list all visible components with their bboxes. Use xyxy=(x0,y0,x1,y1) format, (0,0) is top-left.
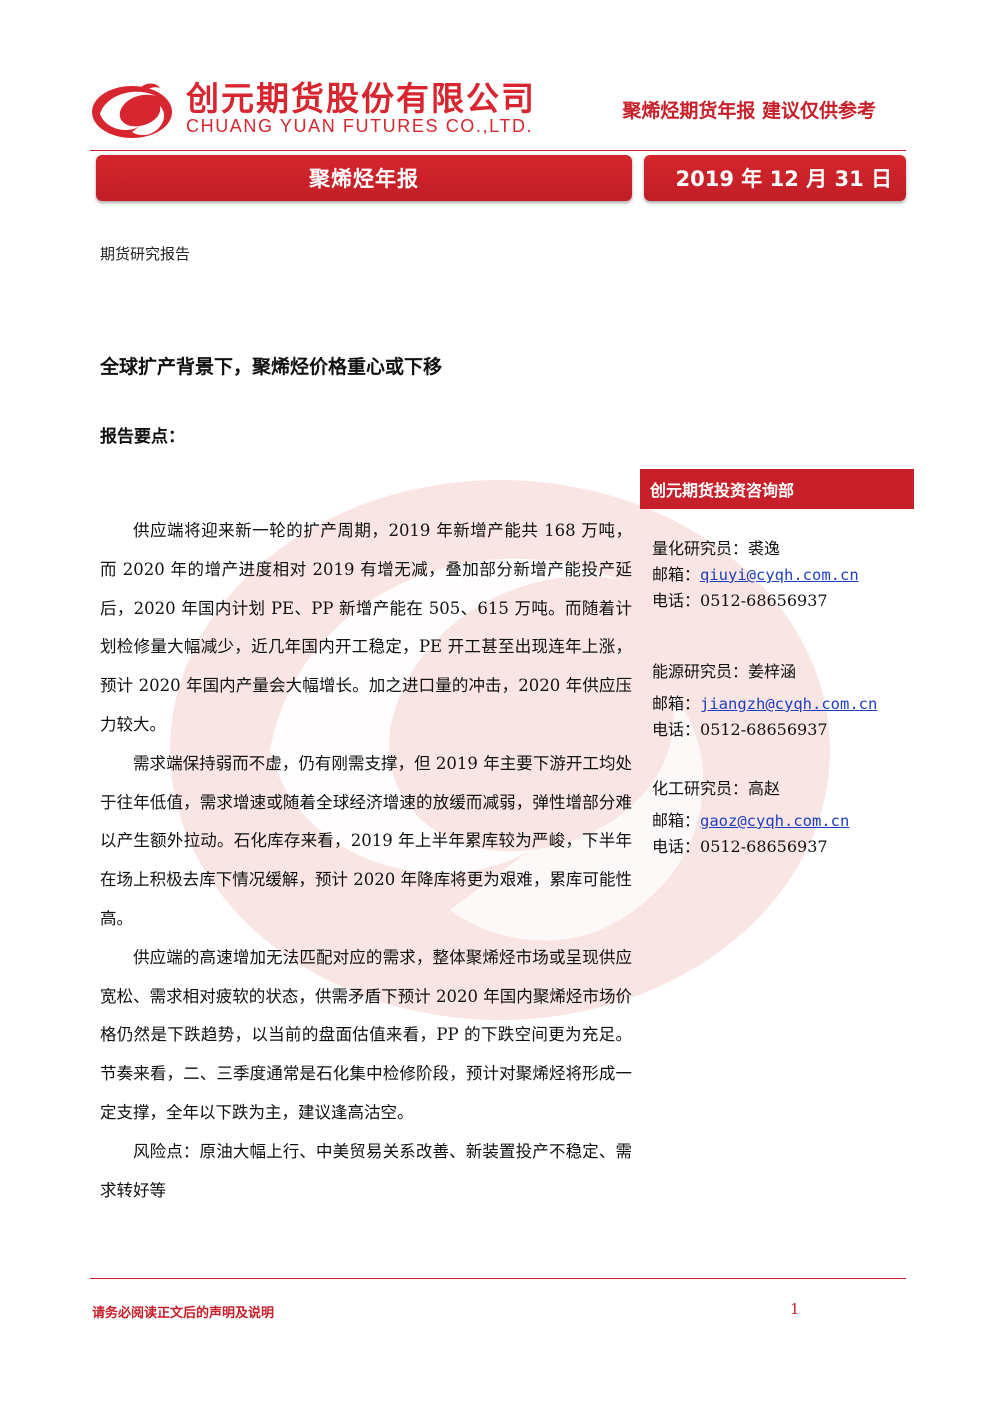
key-points-heading: 报告要点： xyxy=(100,427,185,447)
contact-phone: 0512-68656937 xyxy=(700,720,828,739)
header-tagline: 聚烯烃期货年报 建议仅供参考 xyxy=(622,100,876,122)
contact-role: 量化研究员：裘逸 xyxy=(652,539,781,558)
report-body: 供应端将迎来新一轮的扩产周期，2019 年新增产能共 168 万吨，而 2020… xyxy=(100,512,632,1210)
email-label: 邮箱： xyxy=(652,694,701,713)
banner-date: 2019 年 12 月 31 日 xyxy=(675,167,892,191)
sidebar-title: 创元期货投资咨询部 xyxy=(650,481,795,500)
phone-label: 电话： xyxy=(652,591,701,610)
paragraph-risk: 风险点：原油大幅上行、中美贸易关系改善、新装置投产不稳定、需求转好等 xyxy=(100,1141,632,1200)
report-banner: 聚烯烃年报 xyxy=(96,155,632,201)
banner-title: 聚烯烃年报 xyxy=(309,167,419,191)
company-name-en: CHUANG YUAN FUTURES CO.,LTD. xyxy=(186,116,534,136)
contact-card: 化工研究员：高赵 邮箱：gaoz@cyqh.com.cn 电话：0512-686… xyxy=(652,776,849,860)
company-logo-icon xyxy=(92,83,172,138)
phone-label: 电话： xyxy=(652,837,701,856)
email-label: 邮箱： xyxy=(652,565,701,584)
footer-disclaimer: 请务必阅读正文后的声明及说明 xyxy=(92,1306,275,1321)
contact-email-link[interactable]: gaoz@cyqh.com.cn xyxy=(700,812,850,830)
sidebar-department-header: 创元期货投资咨询部 xyxy=(640,469,914,509)
contact-phone: 0512-68656937 xyxy=(700,591,828,610)
page-number: 1 xyxy=(790,1300,800,1318)
paragraph-outlook: 供应端的高速增加无法匹配对应的需求，整体聚烯烃市场或呈现供应宽松、需求相对疲软的… xyxy=(100,947,632,1122)
contact-role: 化工研究员：高赵 xyxy=(652,779,781,798)
contact-email-link[interactable]: jiangzh@cyqh.com.cn xyxy=(700,695,878,713)
contact-role: 能源研究员：姜梓涵 xyxy=(652,662,797,681)
email-label: 邮箱： xyxy=(652,811,701,830)
phone-label: 电话： xyxy=(652,720,701,739)
contact-card: 能源研究员：姜梓涵 邮箱：jiangzh@cyqh.com.cn 电话：0512… xyxy=(652,659,877,743)
contact-card: 量化研究员：裘逸 邮箱：qiuyi@cyqh.com.cn 电话：0512-68… xyxy=(652,536,859,614)
contact-phone: 0512-68656937 xyxy=(700,837,828,856)
contact-email-link[interactable]: qiuyi@cyqh.com.cn xyxy=(700,566,859,584)
paragraph-supply: 供应端将迎来新一轮的扩产周期，2019 年新增产能共 168 万吨，而 2020… xyxy=(100,521,632,734)
company-name-cn: 创元期货股份有限公司 xyxy=(186,79,536,118)
footer-divider xyxy=(90,1278,906,1279)
paragraph-demand: 需求端保持弱而不虚，仍有刚需支撑，但 2019 年主要下游开工均处于往年低值，需… xyxy=(100,753,632,928)
report-type: 期货研究报告 xyxy=(100,245,191,263)
report-title: 全球扩产背景下，聚烯烃价格重心或下移 xyxy=(100,356,443,378)
header-divider xyxy=(90,150,906,151)
date-banner: 2019 年 12 月 31 日 xyxy=(644,155,906,201)
